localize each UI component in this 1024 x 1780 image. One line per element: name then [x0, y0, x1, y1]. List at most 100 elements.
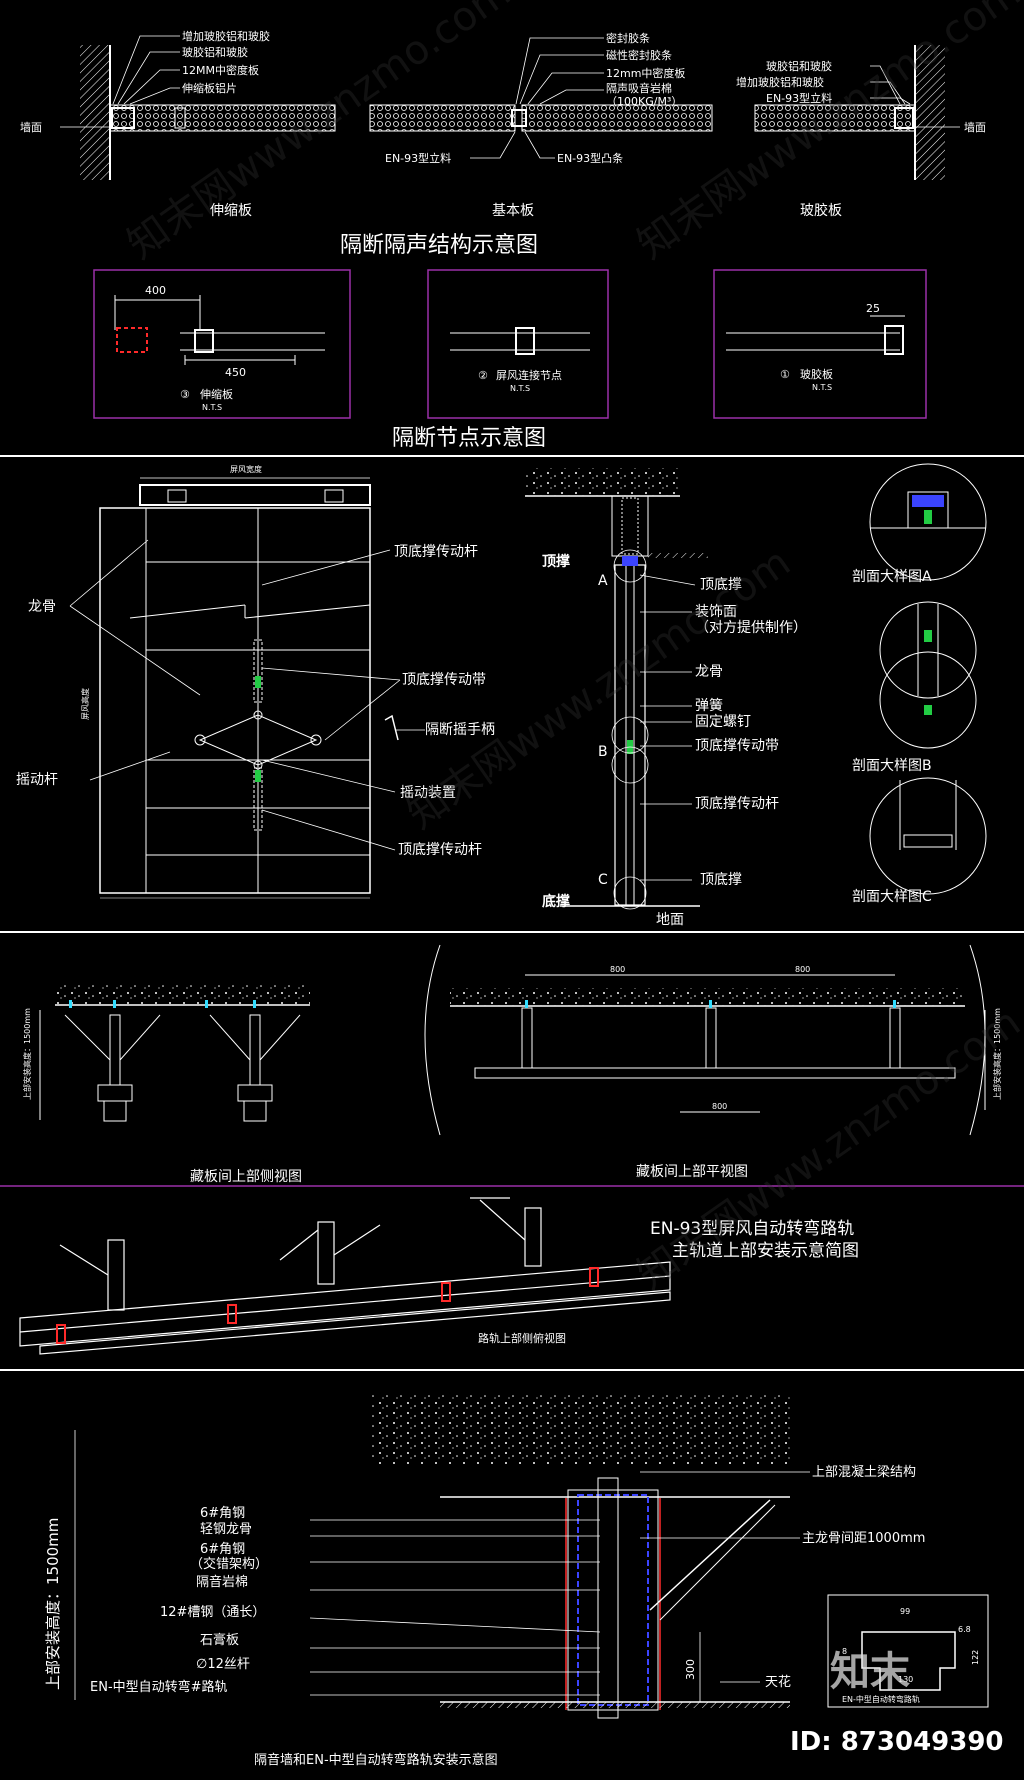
label-center-bottom-left: EN-93型立料 — [385, 151, 451, 165]
insulation-blue — [577, 1494, 649, 1706]
wall-hatch-right — [915, 45, 945, 180]
hand-crank-icon — [384, 714, 399, 741]
detail-circle-c — [869, 777, 987, 895]
partition-frame — [99, 507, 371, 894]
watermarks: 知末网www.znzmo.com 知末网www.znzmo.com 知末网www… — [119, 0, 1024, 1298]
section-label-9: 顶底撑 — [700, 872, 742, 888]
node3-dim-top: 25 — [866, 302, 880, 315]
right-view-height: 上部安装高度：1500mm — [992, 1008, 1002, 1100]
caption-telescopic: 伸缩板 — [210, 203, 252, 219]
node1-nts: N.T.S — [202, 403, 222, 412]
detail-label-a: 剖面大样图A — [852, 569, 932, 585]
label-right-2: 增加玻胶铝和玻胶 — [736, 75, 824, 89]
ceiling-concrete — [525, 468, 680, 496]
profile-dim-130: 130 — [898, 1675, 913, 1684]
panel1-title: 隔断隔声结构示意图 — [340, 233, 538, 258]
basic-panel-left — [369, 104, 516, 132]
frame-top-dim: 屏风宽度 — [230, 464, 262, 474]
detail-circle-b2 — [879, 651, 977, 749]
section-top: 顶撑 — [542, 553, 570, 570]
glass-glue-panel — [754, 104, 916, 132]
left-label-keel: 龙骨 — [28, 599, 56, 615]
wall-label-2: 轻钢龙骨 — [200, 1522, 252, 1537]
label-center-1: 密封胶条 — [606, 31, 650, 45]
mark-b: B — [598, 744, 608, 760]
track-title-line1: EN-93型屏风自动转弯路轨 — [650, 1219, 854, 1239]
left-label-rocker: 摇动杆 — [16, 772, 58, 788]
panel-partition-acoustic-structure: 增加玻胶铝和玻胶 玻胶铝和玻胶 12MM中密度板 伸缩板铝片 墙面 密封胶条 磁… — [20, 29, 986, 258]
node2-name: 屏风连接节点 — [496, 369, 562, 382]
panel-track-isometric: EN-93型屏风自动转弯路轨 主轨道上部安装示意简图 路轨上部侧俯视图 — [19, 1197, 859, 1355]
node3-nts: N.T.S — [812, 383, 832, 392]
left-view-caption: 藏板间上部侧视图 — [190, 1169, 302, 1185]
wall-label-7: 石膏板 — [200, 1632, 239, 1648]
panel-top-bottom-brace: 屏风宽度 屏风高度 — [16, 463, 987, 928]
label-right-1: 玻胶铝和玻胶 — [766, 59, 832, 73]
mid-label-3: 隔断摇手柄 — [425, 722, 495, 738]
id-label: ID: 873049390 — [790, 1727, 1004, 1757]
mid-label-5: 顶底撑传动杆 — [398, 842, 482, 858]
profile-dim-99: 99 — [900, 1607, 910, 1616]
section-label-4: 龙骨 — [695, 664, 723, 680]
wall-label-1: 6#角钢 — [200, 1506, 245, 1521]
hanger-red-1 — [56, 1324, 66, 1344]
label-left-2: 玻胶铝和玻胶 — [182, 45, 248, 59]
profile-dim-68: 6.8 — [958, 1625, 971, 1634]
telescopic-panel — [109, 104, 336, 132]
node2-nts: N.T.S — [510, 384, 530, 393]
wall-label-3: 6#角钢 — [200, 1542, 245, 1557]
section-label-3: （对方提供制作） — [695, 620, 807, 636]
section-bottom: 底撑 — [542, 893, 570, 910]
rail-profile-box — [827, 1594, 989, 1708]
ceiling-label: 天花 — [765, 1674, 791, 1690]
hanger-red-4 — [589, 1267, 599, 1287]
concrete-beam — [370, 1395, 790, 1465]
vertical-height-label: 上部安装高度：1500mm — [44, 1518, 62, 1690]
wall-label-6: 12#槽钢（通长） — [160, 1605, 265, 1620]
node2-number: ② — [478, 369, 488, 382]
right-view-caption: 藏板间上部平视图 — [636, 1164, 748, 1180]
basic-panel-right — [521, 104, 713, 132]
track-rail — [19, 1261, 671, 1347]
node-box-glass-glue — [713, 269, 927, 419]
section-ground: 地面 — [656, 912, 684, 928]
section-label-5: 弹簧 — [695, 698, 723, 714]
wall-label-5: 隔音岩棉 — [196, 1574, 248, 1590]
node1-dim-bottom: 450 — [225, 366, 246, 379]
wall-hatch-left — [80, 45, 110, 180]
profile-dim-8: 8 — [842, 1647, 847, 1656]
label-center-3: 12mm中密度板 — [606, 66, 685, 80]
mid-label-1: 顶底撑传动杆 — [394, 544, 478, 560]
mark-a: A — [598, 573, 608, 589]
watermark-1: 知末网www.znzmo.com — [119, 0, 518, 268]
frame-side-dim: 屏风高度 — [80, 688, 90, 720]
logo-text: 知末 — [830, 1649, 910, 1695]
section-label-6: 固定螺钉 — [695, 714, 751, 730]
node1-red-fixture — [116, 327, 148, 353]
dim-800-left: 800 — [610, 965, 625, 974]
node3-number: ① — [780, 368, 790, 381]
label-center-bottom-right: EN-93型凸条 — [557, 151, 623, 165]
label-left-3: 12MM中密度板 — [182, 63, 259, 77]
section-post — [614, 564, 646, 906]
wall-label-right: 墙面 — [964, 120, 986, 134]
track-caption: 路轨上部侧俯视图 — [478, 1331, 566, 1345]
panel-partition-nodes: 400 450 ③ 伸缩板 N.T.S ② 屏风连接节点 N.T.S 25 ① … — [93, 269, 927, 451]
dim-300: 300 — [684, 1659, 697, 1680]
panel6-caption: 隔音墙和EN-中型自动转弯路轨安装示意图 — [254, 1752, 498, 1768]
detail-label-b: 剖面大样图B — [852, 758, 932, 774]
node-box-telescopic — [93, 269, 351, 419]
node-box-connection — [427, 269, 609, 419]
hanger-red-3 — [441, 1282, 451, 1302]
section-label-7: 顶底撑传动带 — [695, 738, 779, 754]
keel-spacing-label: 主龙骨间距1000mm — [802, 1531, 925, 1546]
node1-name: 伸缩板 — [200, 387, 233, 401]
node1-number: ③ — [180, 388, 190, 401]
hanger-red-2 — [227, 1304, 237, 1324]
wall-label-9: EN-中型自动转弯#路轨 — [90, 1679, 228, 1695]
caption-glass-glue: 玻胶板 — [800, 202, 842, 219]
section-label-8: 顶底撑传动杆 — [695, 796, 779, 812]
label-right-3: EN-93型立料 — [766, 91, 832, 105]
mark-c: C — [598, 872, 608, 888]
left-view-height: 上部安装高度：1500mm — [22, 1008, 32, 1100]
